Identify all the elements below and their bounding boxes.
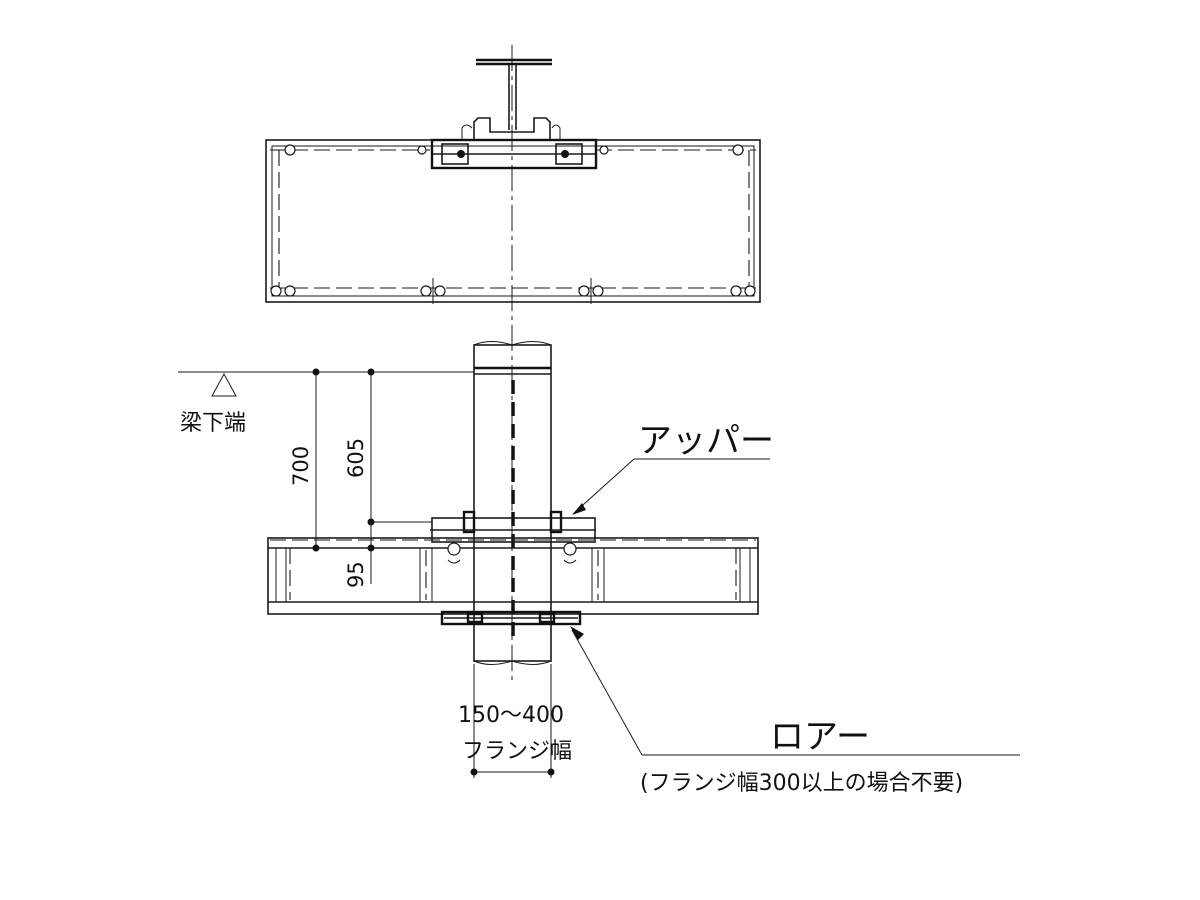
dimension-lines (178, 368, 555, 778)
dimension-605: 605 (344, 438, 368, 478)
lower-note: (フランジ幅300以上の場合不要) (640, 771, 963, 796)
dimension-700: 700 (289, 446, 313, 486)
beam-bottom-label: 梁下端 (180, 411, 246, 436)
lower-label: ロアー (770, 717, 870, 757)
dimension-95: 95 (344, 561, 368, 588)
upper-label: アッパー (638, 421, 774, 461)
flange-width-label: フランジ幅 (462, 739, 572, 764)
elevation-view (267, 341, 759, 665)
flange-range-label: 150～400 (458, 703, 564, 728)
leader-lines (570, 458, 1020, 756)
top-plan-view (265, 58, 761, 304)
